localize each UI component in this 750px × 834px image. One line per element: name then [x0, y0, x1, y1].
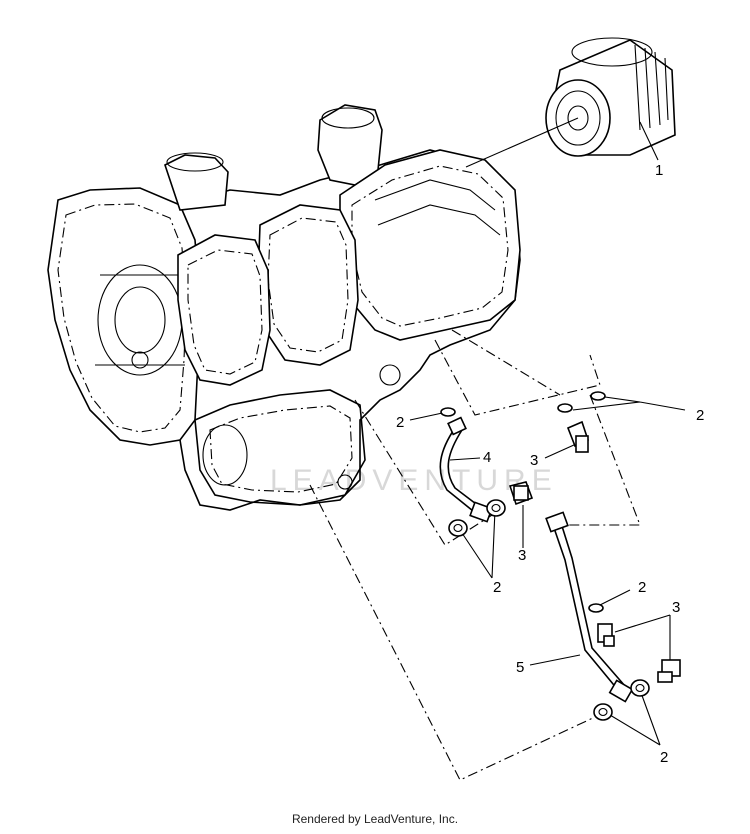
callout-2-lower-right: 2: [638, 579, 646, 596]
callout-2-bottom: 2: [660, 749, 668, 766]
callout-3-middle: 3: [518, 547, 526, 564]
callout-3-lower: 3: [672, 599, 680, 616]
callout-4: 4: [483, 449, 491, 466]
footer-credit: Rendered by LeadVenture, Inc.: [291, 812, 459, 826]
callout-2-middle: 2: [493, 579, 501, 596]
callout-1: 1: [655, 162, 663, 179]
callouts: 1 2 2 3 4 3 2 2 3 5 2: [396, 162, 704, 766]
callout-2-upper-left: 2: [396, 414, 404, 431]
callout-3-upper: 3: [530, 452, 538, 469]
bolts: [508, 420, 681, 683]
callout-5: 5: [516, 659, 524, 676]
oil-line-upper: [439, 416, 506, 537]
watermark-text: LEADVENTURE: [270, 464, 558, 497]
oil-filter: [545, 37, 676, 157]
washers: [440, 391, 606, 613]
engine-block: [47, 104, 521, 511]
callout-2-upper-right: 2: [696, 407, 704, 424]
oil-line-lower: [545, 511, 650, 721]
